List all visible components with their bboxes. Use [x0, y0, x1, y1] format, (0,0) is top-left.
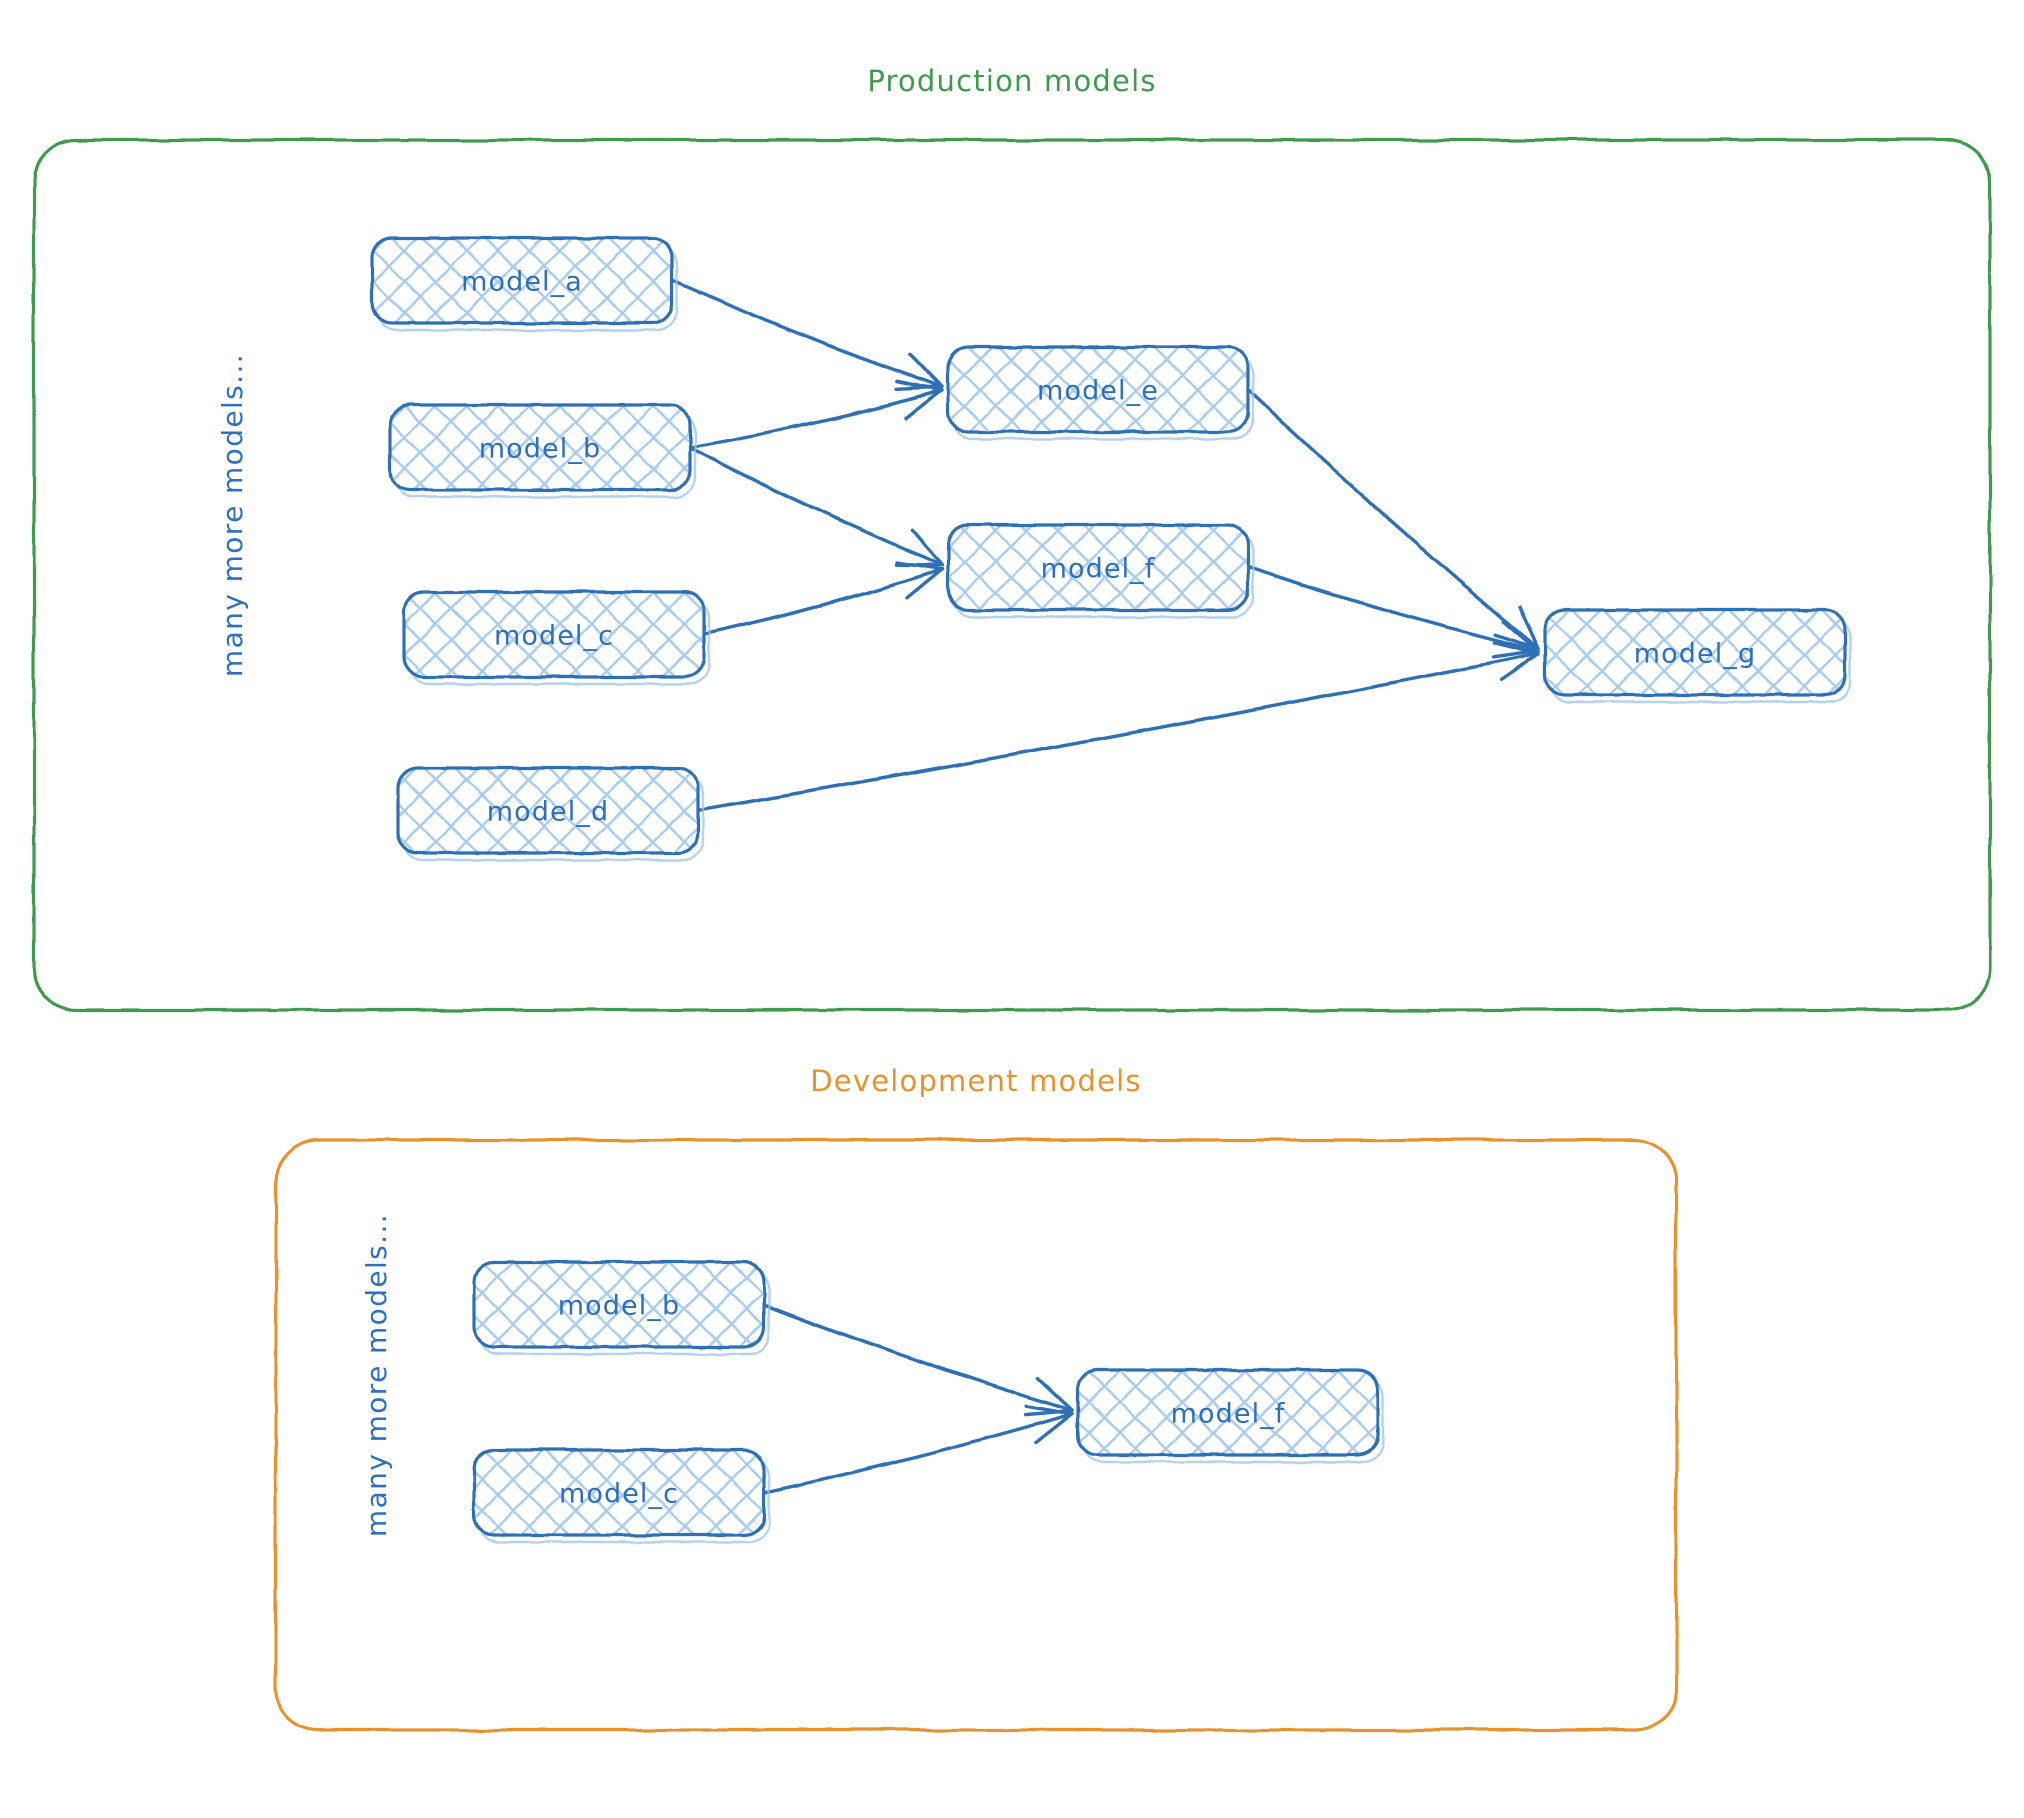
edge-line — [688, 389, 944, 450]
edge-line — [702, 567, 944, 637]
node-body[interactable] — [402, 590, 706, 679]
node-body[interactable] — [396, 766, 700, 855]
group-border-development — [274, 1138, 1678, 1732]
edge-prod_model_d-to-prod_model_g — [696, 641, 1541, 813]
edge-prod_model_e-to-prod_model_g — [1246, 387, 1541, 651]
edge-arrowhead — [1024, 1404, 1074, 1445]
edge-arrowhead — [1491, 619, 1541, 660]
node-prod_model_d[interactable]: model_d — [396, 766, 705, 862]
edge-prod_model_c-to-prod_model_f — [702, 560, 944, 637]
node-body[interactable] — [946, 345, 1250, 434]
node-body[interactable] — [370, 236, 674, 325]
edge-arrowhead — [894, 352, 944, 392]
node-dev_model_c[interactable]: model_c — [472, 1448, 771, 1544]
node-label: model_d — [487, 797, 609, 828]
node-prod_model_g[interactable]: model_g — [1543, 608, 1852, 704]
node-dev_model_f[interactable]: model_f — [1076, 1368, 1385, 1464]
node-body[interactable] — [1076, 1368, 1380, 1457]
node-prod_model_c[interactable]: model_c — [402, 590, 711, 686]
node-label: model_f — [1171, 1399, 1286, 1430]
node-label: model_f — [1041, 554, 1156, 585]
group-title-production: Production models — [867, 64, 1156, 98]
edge-line — [696, 651, 1541, 813]
edge-arrowhead — [1492, 641, 1541, 682]
node-body[interactable] — [472, 1260, 766, 1349]
node-label: model_a — [461, 267, 583, 298]
edge-line — [1246, 387, 1541, 651]
node-label: model_c — [559, 1479, 679, 1510]
node-dev_model_b[interactable]: model_b — [472, 1260, 771, 1356]
node-prod_model_e[interactable]: model_e — [946, 345, 1255, 441]
node-label: model_b — [558, 1291, 680, 1322]
node-label: model_b — [479, 434, 601, 465]
edge-line — [762, 1412, 1074, 1495]
edge-dev_model_c-to-dev_model_f — [762, 1404, 1074, 1495]
node-body[interactable] — [472, 1448, 766, 1537]
node-body[interactable] — [388, 403, 692, 492]
edge-prod_model_a-to-prod_model_e — [670, 278, 944, 392]
edge-prod_model_b-to-prod_model_f — [688, 445, 944, 567]
edges-layer — [670, 278, 1541, 1495]
node-label: model_e — [1037, 376, 1159, 407]
edge-prod_model_b-to-prod_model_e — [688, 380, 944, 450]
edge-arrowhead — [1024, 1377, 1074, 1417]
group-border-production — [32, 138, 1992, 1012]
edge-line — [670, 278, 944, 389]
edge-line — [688, 445, 944, 567]
edge-line — [1246, 565, 1541, 653]
group-production: Production models many more models... — [32, 64, 1992, 1012]
node-label: model_c — [494, 621, 614, 652]
node-prod_model_f[interactable]: model_f — [946, 523, 1255, 619]
node-body[interactable] — [1543, 608, 1847, 697]
group-sidenote-production: many more models... — [216, 353, 249, 677]
edge-prod_model_f-to-prod_model_g — [1246, 565, 1541, 660]
edge-arrowhead — [895, 380, 944, 421]
node-body[interactable] — [946, 523, 1250, 612]
group-sidenote-development: many more models... — [360, 1213, 393, 1537]
node-prod_model_b[interactable]: model_b — [388, 403, 697, 499]
edge-arrowhead — [894, 560, 944, 600]
node-prod_model_a[interactable]: model_a — [370, 236, 679, 332]
edge-dev_model_b-to-dev_model_f — [762, 1302, 1074, 1417]
edge-arrowhead — [1493, 604, 1541, 651]
group-development: Development models many more models... — [274, 1064, 1678, 1732]
nodes-layer: model_a model_b model_c model_d model_emodel… — [370, 236, 1852, 1544]
edge-line — [762, 1302, 1074, 1413]
node-label: model_g — [1634, 639, 1756, 670]
group-title-development: Development models — [810, 1064, 1141, 1098]
